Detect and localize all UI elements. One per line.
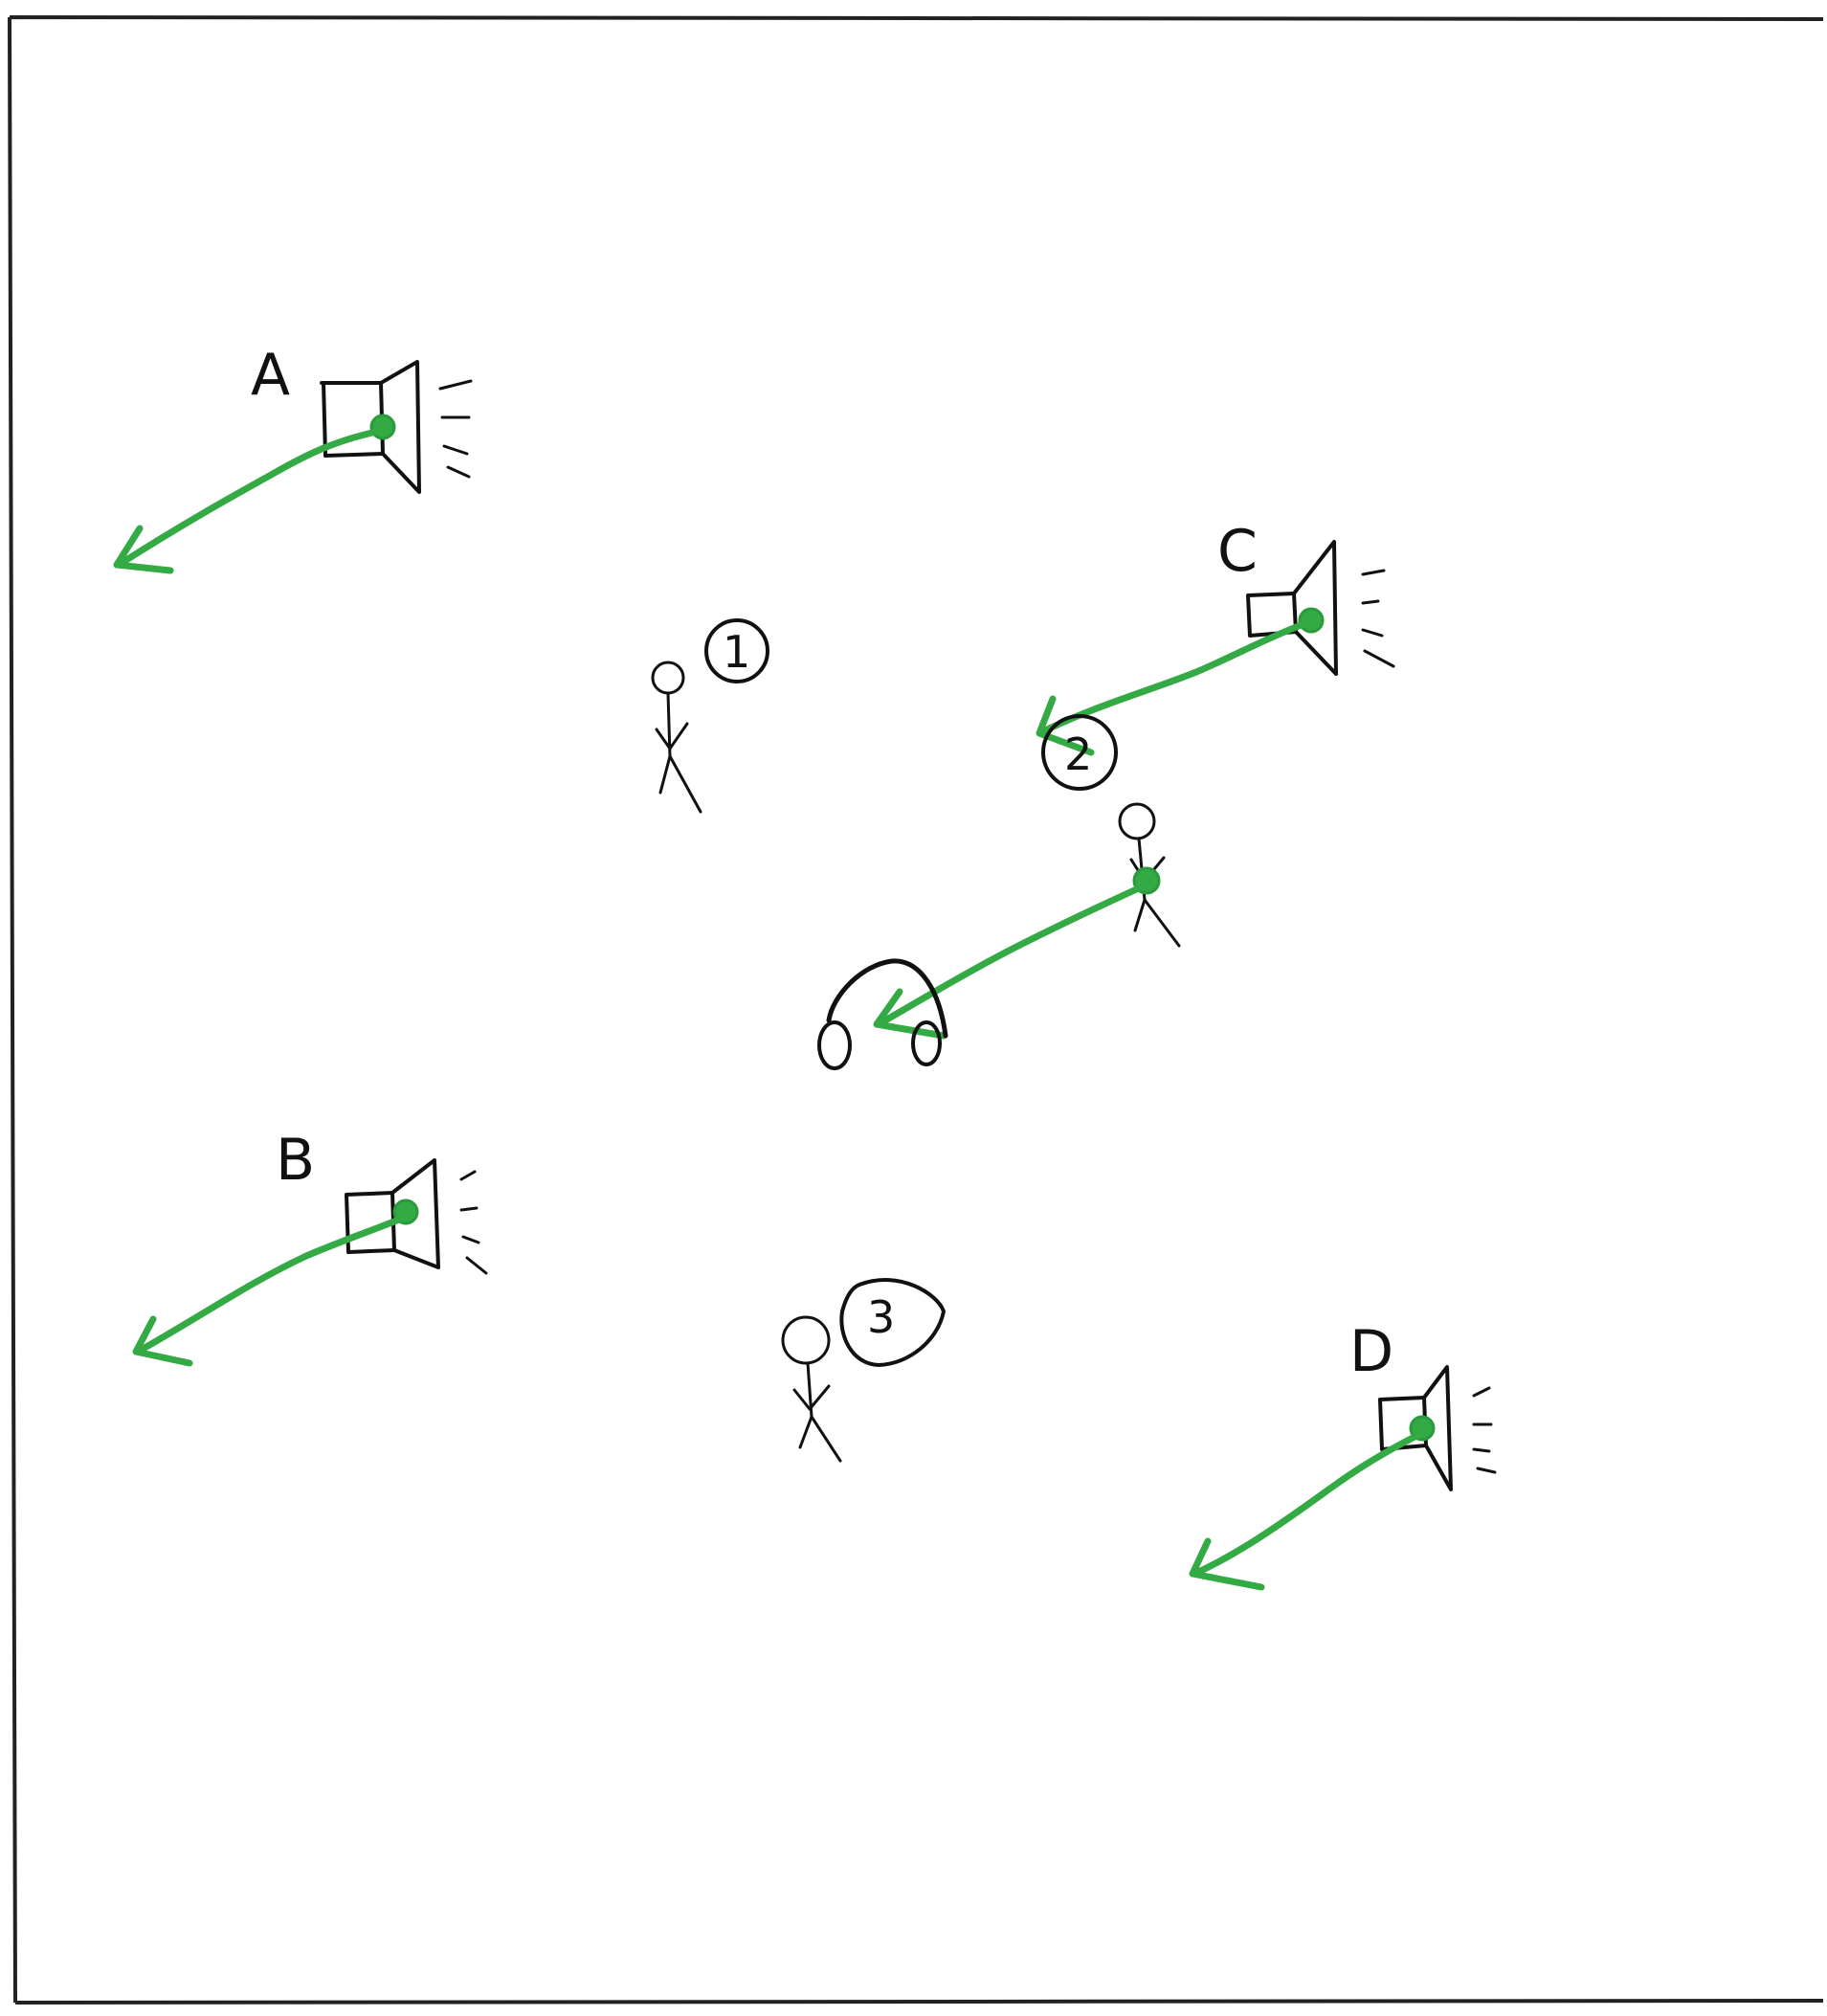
speaker-icon [322,362,471,492]
arrow-icon [1192,1434,1420,1587]
speaker-d-label: D [1349,1318,1393,1385]
stick-figure-icon [653,662,701,812]
listener-1: 1 [653,620,768,812]
speaker-d: D [1192,1318,1495,1587]
frame-border [10,17,1823,2003]
speaker-icon [1248,542,1393,674]
speaker-a: A [117,342,471,571]
speaker-c-label: C [1217,518,1258,585]
arrow-icon [117,431,381,571]
listener-2: 2 [819,716,1179,1068]
listener-2-number-badge: 2 [1043,716,1116,789]
stick-figure-icon [783,1317,840,1461]
speaker-b: B [136,1127,486,1363]
speaker-b-label: B [276,1127,315,1194]
speaker-c-origin-dot [1300,609,1323,632]
listener-1-number-badge: 1 [706,620,768,682]
arrow-icon [136,1218,404,1363]
speaker-icon [1380,1367,1495,1490]
speaker-a-label: A [251,342,290,409]
listener-2-number: 2 [1064,728,1092,780]
arrow-icon [877,886,1143,1036]
listener-3: 3 [783,1280,944,1461]
listener-3-number: 3 [867,1291,895,1343]
listener-1-number: 1 [723,626,750,678]
listener-3-number-badge: 3 [841,1280,944,1365]
